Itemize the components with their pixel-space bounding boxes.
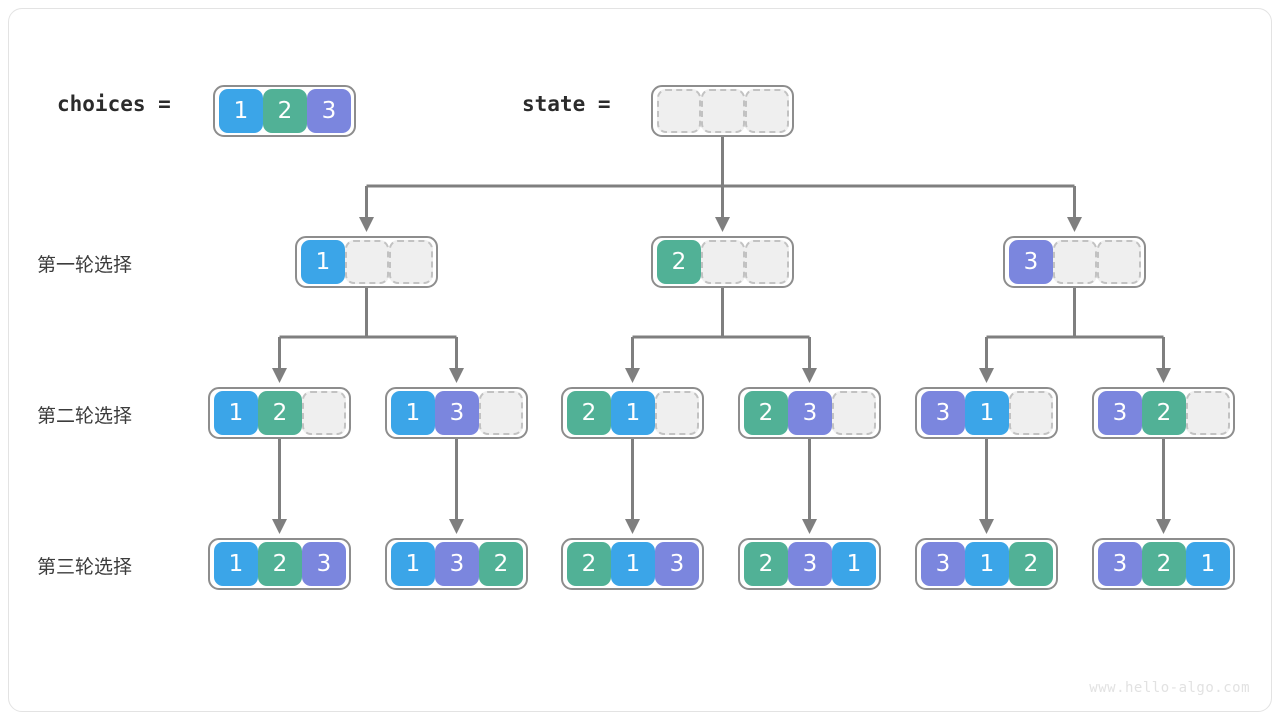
state-array: [651, 85, 794, 137]
round2-node-3-cell-2: [655, 391, 699, 435]
round2-node-2-cell-2: [479, 391, 523, 435]
round3-node-2-cell-2: 2: [479, 542, 523, 586]
round3-node-5-cell-2: 2: [1009, 542, 1053, 586]
watermark: www.hello-algo.com: [1089, 680, 1250, 696]
round2-node-5-cell-1: 1: [965, 391, 1009, 435]
round3-node-5-cell-0: 3: [921, 542, 965, 586]
round3-node-2-cell-0: 1: [391, 542, 435, 586]
round3-node-1-cell-2: 3: [302, 542, 346, 586]
row-label-round-1: 第一轮选择: [37, 254, 133, 276]
round1-node-1: 1: [295, 236, 438, 288]
round1-node-1-cell-1: [345, 240, 389, 284]
round2-node-6-cell-1: 2: [1142, 391, 1186, 435]
round3-node-3-cell-0: 2: [567, 542, 611, 586]
choices-cell-2: 3: [307, 89, 351, 133]
round1-node-2-cell-1: [701, 240, 745, 284]
outer-frame: [8, 8, 1272, 712]
round2-node-2-cell-1: 3: [435, 391, 479, 435]
round3-node-3-cell-2: 3: [655, 542, 699, 586]
row-label-round-2: 第二轮选择: [37, 405, 133, 427]
round1-node-2: 2: [651, 236, 794, 288]
choices-cell-1: 2: [263, 89, 307, 133]
round3-node-1-cell-1: 2: [258, 542, 302, 586]
choices-label: choices =: [57, 92, 171, 116]
state-cell-1: [701, 89, 745, 133]
round3-node-6-cell-1: 2: [1142, 542, 1186, 586]
round1-node-3-cell-2: [1097, 240, 1141, 284]
round3-node-4-cell-2: 1: [832, 542, 876, 586]
state-cell-0: [657, 89, 701, 133]
round2-node-3-cell-0: 2: [567, 391, 611, 435]
round2-node-6-cell-0: 3: [1098, 391, 1142, 435]
round2-node-4-cell-1: 3: [788, 391, 832, 435]
round3-node-1-cell-0: 1: [214, 542, 258, 586]
round3-node-6-cell-2: 1: [1186, 542, 1230, 586]
round2-node-5-cell-0: 3: [921, 391, 965, 435]
round2-node-1-cell-0: 1: [214, 391, 258, 435]
round1-node-3-cell-0: 3: [1009, 240, 1053, 284]
round1-node-3-cell-1: [1053, 240, 1097, 284]
round3-node-4-cell-1: 3: [788, 542, 832, 586]
round1-node-1-cell-0: 1: [301, 240, 345, 284]
round1-node-3: 3: [1003, 236, 1146, 288]
round2-node-4-cell-2: [832, 391, 876, 435]
round2-node-6-cell-2: [1186, 391, 1230, 435]
round2-node-1-cell-1: 2: [258, 391, 302, 435]
round3-node-2-cell-1: 3: [435, 542, 479, 586]
round1-node-2-cell-2: [745, 240, 789, 284]
round2-node-1-cell-2: [302, 391, 346, 435]
row-label-round-3: 第三轮选择: [37, 556, 133, 578]
round2-node-5-cell-2: [1009, 391, 1053, 435]
round2-node-3-cell-1: 1: [611, 391, 655, 435]
round3-node-4-cell-0: 2: [744, 542, 788, 586]
state-cell-2: [745, 89, 789, 133]
round2-node-2-cell-0: 1: [391, 391, 435, 435]
round3-node-5-cell-1: 1: [965, 542, 1009, 586]
round1-node-2-cell-0: 2: [657, 240, 701, 284]
round2-node-4-cell-0: 2: [744, 391, 788, 435]
round1-node-1-cell-2: [389, 240, 433, 284]
state-label: state =: [522, 92, 611, 116]
round3-node-6-cell-0: 3: [1098, 542, 1142, 586]
round3-node-3-cell-1: 1: [611, 542, 655, 586]
choices-cell-0: 1: [219, 89, 263, 133]
